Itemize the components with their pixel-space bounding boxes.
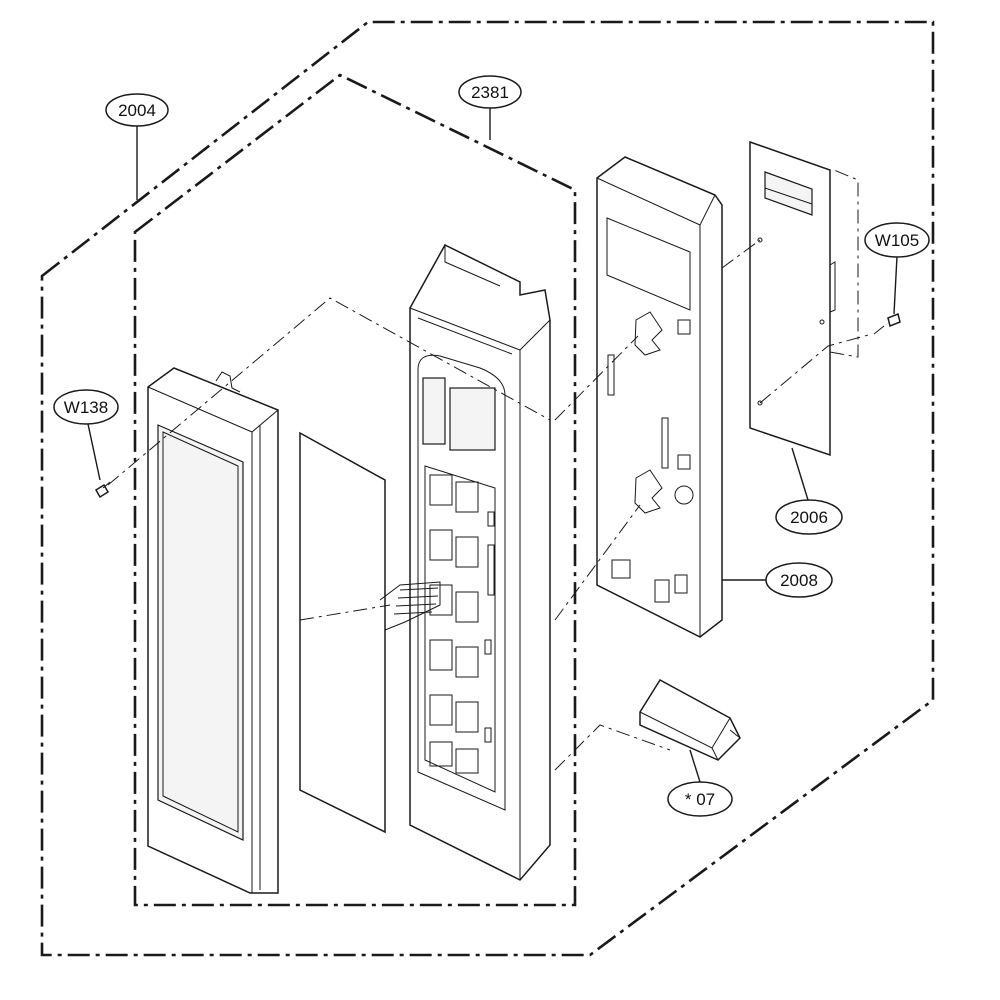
- svg-text:2008: 2008: [780, 571, 818, 590]
- callout-w138: W138: [53, 389, 119, 425]
- callout-w105: W105: [864, 222, 930, 258]
- pcb-board: [749, 140, 836, 457]
- callout-2381: 2381: [458, 75, 522, 109]
- callout-2006: 2006: [775, 499, 843, 535]
- assembly-boundary-inner: [133, 73, 577, 907]
- callout-2008: 2008: [765, 562, 833, 598]
- guide-lines: [107, 169, 873, 771]
- screw-left: [94, 481, 111, 499]
- assembly-boundary-outer: [40, 20, 935, 957]
- callout-07: * 07: [667, 781, 733, 817]
- ribbon-cable: [379, 581, 441, 631]
- screw-right: [873, 312, 901, 335]
- keypad-grid: [429, 474, 479, 774]
- svg-text:2006: 2006: [790, 508, 828, 527]
- svg-text:2381: 2381: [471, 83, 509, 102]
- callout-2004: 2004: [105, 93, 169, 127]
- control-panel-housing: [379, 244, 551, 881]
- frame: [596, 156, 723, 638]
- svg-text:* 07: * 07: [685, 790, 715, 809]
- svg-text:W138: W138: [64, 398, 108, 417]
- svg-text:W105: W105: [875, 231, 919, 250]
- button-part: [639, 679, 741, 761]
- window-sheet: [299, 431, 386, 834]
- callout-leaders: [87, 108, 898, 783]
- svg-text:2004: 2004: [118, 101, 156, 120]
- door-panel: [147, 367, 279, 894]
